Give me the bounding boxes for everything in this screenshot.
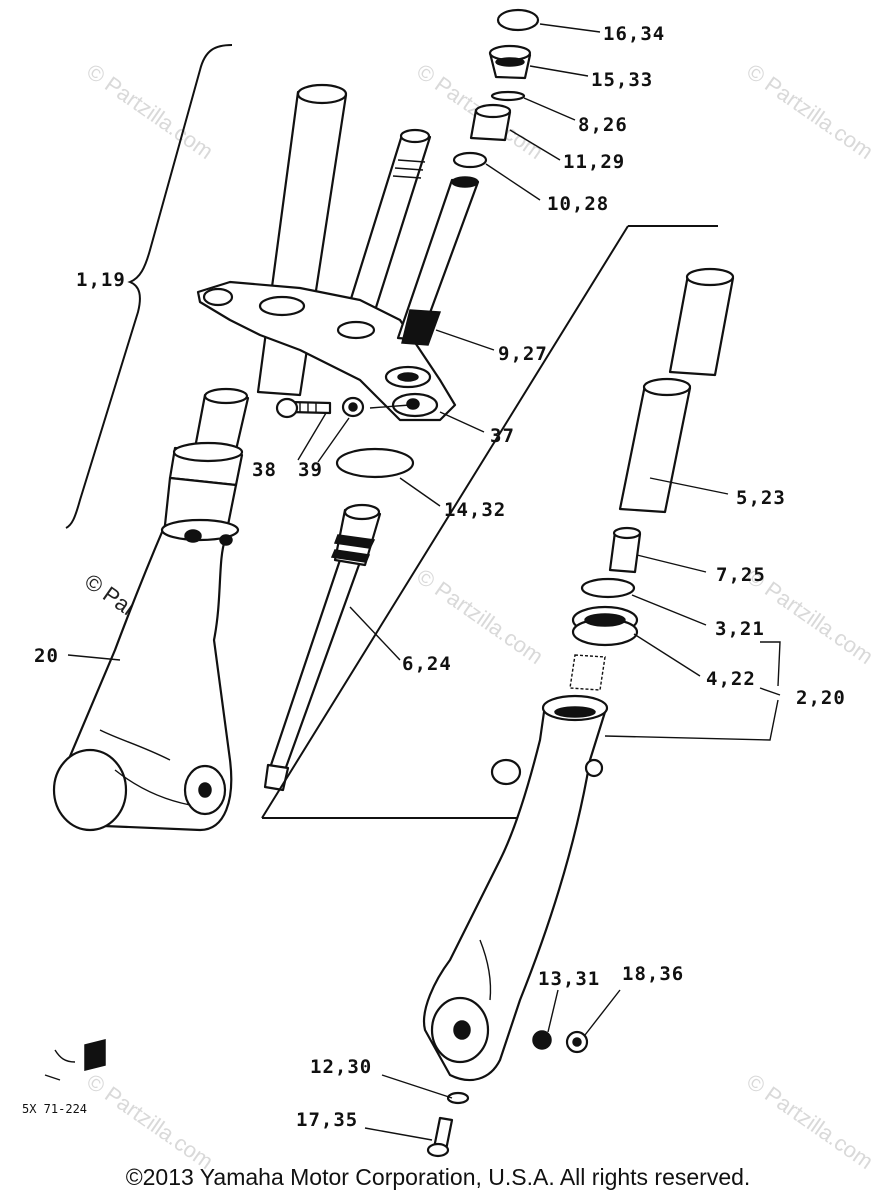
drain-bolt: [565, 1030, 589, 1054]
diagram-code-stamp: [44, 1039, 106, 1081]
damper-bolt: [426, 1116, 454, 1158]
fork-tube-lower: [618, 377, 692, 514]
label-7-25: 7,25: [716, 564, 766, 586]
diagram-code: 5X 71-224: [22, 1102, 87, 1116]
label-5-23: 5,23: [736, 487, 786, 509]
assembly-bracket: [65, 44, 233, 529]
watermark-3: © Partzilla.com: [742, 59, 877, 165]
leader-lines: [67, 23, 781, 1141]
oil-seal: [571, 605, 639, 647]
cap: [496, 8, 540, 32]
guide-bushing: [569, 654, 606, 691]
slide-bushing: [608, 526, 642, 574]
label-9-27: 9,27: [498, 343, 548, 365]
label-14-32: 14,32: [444, 499, 506, 521]
fork-spring: [396, 176, 480, 346]
group-frame: [261, 225, 718, 819]
clip-ring: [580, 577, 636, 599]
label-17-35: 17,35: [296, 1109, 358, 1131]
watermark-6: © Partzilla.com: [82, 1069, 218, 1175]
copyright-notice: ©2013 Yamaha Motor Corporation, U.S.A. A…: [126, 1164, 751, 1190]
label-2-20: 2,20: [796, 687, 846, 709]
assembled-fork-left: [52, 83, 348, 832]
drain-washer: [532, 1030, 552, 1050]
label-11-29: 11,29: [563, 151, 625, 173]
top-nut: [488, 44, 532, 80]
steering-stem-bracket: [196, 128, 457, 479]
label-4-22: 4,22: [706, 668, 756, 690]
label-18-36: 18,36: [622, 963, 684, 985]
spacer-collar: [469, 103, 512, 142]
label-13-31: 13,31: [538, 968, 600, 990]
label-8-26: 8,26: [578, 114, 628, 136]
label-12-30: 12,30: [310, 1056, 372, 1078]
washer: [341, 396, 365, 418]
watermark-1: © Partzilla.com: [82, 59, 218, 165]
pinch-bolt: [275, 397, 332, 419]
watermark-7: © Partzilla.com: [742, 1069, 877, 1175]
outer-tube-right: [422, 694, 609, 1082]
fork-tube-upper: [668, 267, 735, 377]
gasket: [446, 1091, 470, 1105]
label-16-34: 16,34: [603, 23, 665, 45]
o-ring: [490, 90, 526, 102]
label-10-28: 10,28: [547, 193, 609, 215]
label-39: 39: [298, 459, 323, 481]
label-38: 38: [252, 459, 277, 481]
damper-rod: [263, 503, 382, 792]
part-labels: 16,34 15,33 8,26 11,29 10,28 1,19 9,27 3…: [34, 23, 846, 1131]
seat-washer: [452, 151, 488, 169]
label-15-33: 15,33: [591, 69, 653, 91]
label-3-21: 3,21: [715, 618, 765, 640]
label-37: 37: [490, 425, 515, 447]
label-6-24: 6,24: [402, 653, 452, 675]
label-1-19: 1,19: [76, 269, 126, 291]
label-20: 20: [34, 645, 59, 667]
